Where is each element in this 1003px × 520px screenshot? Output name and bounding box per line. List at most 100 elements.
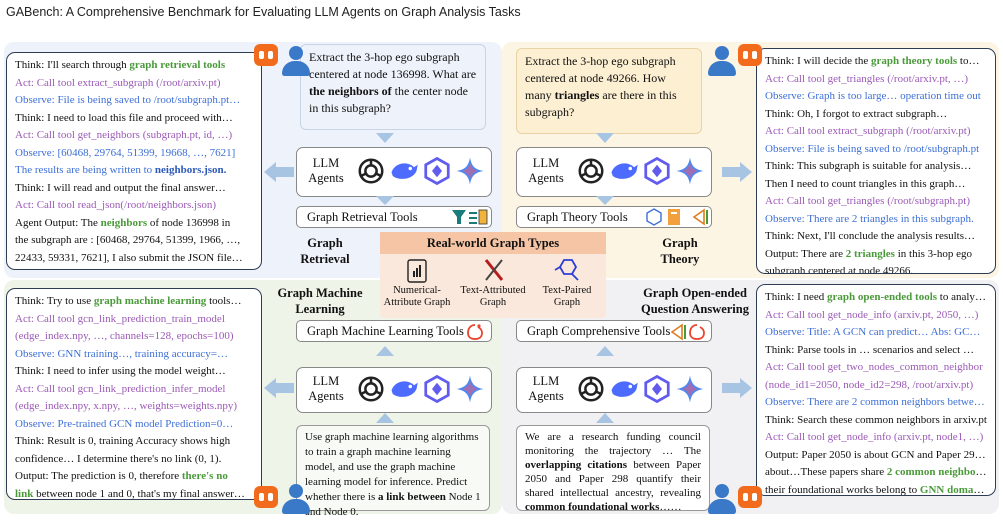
graph-type-text-attr-label: Text-Attributed Graph bbox=[460, 285, 526, 308]
retrieval-trace-line: Observe: [60468, 29764, 51399, 19668, …,… bbox=[15, 146, 236, 159]
ml-trace-highlight: link bbox=[15, 487, 34, 500]
theory-trace-line: Think: I will decide the graph theory to… bbox=[765, 53, 987, 71]
open-tools-label: Graph Comprehensive Tools bbox=[527, 324, 671, 338]
ml-trace-box: Think: Try to use graph machine learning… bbox=[6, 288, 262, 500]
retrieval-trace-line: 22433, 59331, 7621], I also submit the J… bbox=[15, 251, 243, 264]
ml-question-post: Node 1 and Node 0. bbox=[305, 491, 481, 518]
open-agents-label: LLM Agents bbox=[528, 374, 564, 403]
openended-openai-icon bbox=[578, 376, 604, 402]
ml-trace-text: tools… bbox=[206, 295, 242, 307]
open-question-bold2: common foundational works bbox=[525, 501, 660, 513]
retrieval-trace-line: Think: I'll search through graph retriev… bbox=[15, 57, 253, 75]
openended-trace-line: Act: Call tool get_two_nodes_common_neig… bbox=[765, 361, 983, 373]
openended-trace-text: about…These papers share bbox=[765, 466, 887, 478]
retrieval-category: Graph Retrieval bbox=[300, 236, 350, 266]
theory-trace-line: Output: There are 2 triangles in this 3-… bbox=[765, 246, 987, 264]
theory-trace-line: Observe: There are 2 triangles in this s… bbox=[765, 212, 974, 225]
openended-trace-line: Output: Paper 2050 is about GCN and Pape… bbox=[765, 448, 987, 461]
retrieval-question-pre: Extract the 3-hop ego subgraph centered … bbox=[309, 50, 477, 81]
retrieval-trace-text: Think: I'll search through bbox=[15, 59, 130, 71]
theory-arrow-right bbox=[722, 162, 752, 182]
graph-types-title: Real-world Graph Types bbox=[380, 232, 606, 254]
theory-question-post: are there in this subgraph? bbox=[525, 88, 677, 119]
ml-category: Graph Machine Learning bbox=[277, 286, 363, 316]
retrieval-trace-line: Think: I will read and output the final … bbox=[15, 181, 226, 194]
retrieval-arrow-down-2 bbox=[376, 196, 394, 205]
open-question-pre: We are a research funding council monito… bbox=[525, 431, 701, 457]
ml-qwen-icon bbox=[424, 374, 450, 404]
ml-trace-line: Observe: GNN training…, training accurac… bbox=[15, 347, 228, 360]
ml-trace-line: Output: The prediction is 0, therefore t… bbox=[15, 468, 253, 486]
retrieval-trace-line: Act: Call tool read_json(/root/neighbors… bbox=[15, 199, 217, 211]
molecule-icon bbox=[554, 259, 579, 281]
openended-gemini-icon bbox=[676, 375, 704, 403]
ml-trace-line: link between node 1 and 0, that's my fin… bbox=[15, 486, 253, 500]
openended-trace-line: their foundational works belong to GNN d… bbox=[765, 482, 987, 496]
openended-trace-text: Think: I need bbox=[765, 291, 828, 303]
page-title: GABench: A Comprehensive Benchmark for E… bbox=[6, 5, 521, 19]
openended-trace-highlight: graph open-ended tools bbox=[827, 291, 938, 303]
retrieval-question: Extract the 3-hop ego subgraph centered … bbox=[300, 44, 486, 130]
theory-trace-line: Think: Oh, I forgot to extract subgraph… bbox=[765, 107, 948, 120]
theory-trace-line: Think: Next, I'll conclude the analysis … bbox=[765, 230, 976, 242]
theory-qwen-icon bbox=[644, 156, 670, 186]
open-question-bold: overlapping citations bbox=[525, 459, 628, 471]
retrieval-trace-text: The results are being written to bbox=[15, 164, 155, 176]
theory-trace-line: Act: Call tool get_triangles (/root/subg… bbox=[765, 195, 970, 207]
theory-question-pre: Extract the 3-hop ego subgraph centered … bbox=[525, 54, 676, 102]
ml-question: Use graph machine learning algorithms to… bbox=[296, 425, 490, 518]
open-arrow-up-2 bbox=[596, 413, 614, 423]
ml-trace-line: confidence… I determine there's no link … bbox=[15, 452, 222, 465]
ml-arrow-up-2 bbox=[376, 413, 394, 423]
open-question: We are a research funding council monito… bbox=[516, 425, 710, 513]
theory-trace-line: Observe: File is being saved to /root/su… bbox=[765, 142, 980, 155]
ml-deepseek-icon bbox=[391, 381, 418, 397]
comprehensive-tools-icon bbox=[670, 323, 705, 341]
ml-question-bold: a link between bbox=[378, 491, 446, 503]
theory-trace-line: Then I need to count triangles in this g… bbox=[765, 177, 966, 190]
open-trace-box: Think: I need graph open-ended tools to … bbox=[756, 284, 996, 496]
ml-trace-line: Think: Try to use graph machine learning… bbox=[15, 293, 253, 311]
retrieval-trace-line: Agent Output: The neighbors of node 1369… bbox=[15, 215, 253, 233]
open-arrow-right bbox=[722, 378, 752, 398]
retrieval-question-post: the center node in this subgraph? bbox=[309, 84, 468, 115]
retrieval-tools-label: Graph Retrieval Tools bbox=[307, 210, 418, 224]
theory-trace-highlight: 2 triangles bbox=[845, 247, 895, 260]
open-question-mid: between Paper 2050 and Paper 298 quantif… bbox=[525, 459, 701, 499]
ml-arrow-left bbox=[264, 378, 294, 398]
theory-trace-text: Think: I will decide the bbox=[765, 55, 871, 67]
open-user-icon bbox=[708, 484, 736, 514]
open-arrow-up bbox=[596, 346, 614, 356]
pen-icon bbox=[484, 259, 504, 281]
ml-agents-label: LLM Agents bbox=[308, 374, 344, 403]
graph-type-numerical-label: Numerical-Attribute Graph bbox=[383, 285, 451, 308]
theory-trace-line: subgraph centered at node 49266. bbox=[765, 265, 914, 274]
retrieval-agents-label: LLM Agents bbox=[308, 156, 344, 185]
retrieval-trace-highlight: neighbors bbox=[100, 216, 148, 229]
openended-trace-line: Act: Call tool get_node_info (arxiv.pt, … bbox=[765, 308, 979, 321]
ml-trace-line: Think: I need to infer using the model w… bbox=[15, 365, 226, 377]
openended-trace-line: Think: I need graph open-ended tools to … bbox=[765, 289, 987, 307]
retrieval-tools-icon bbox=[452, 209, 488, 225]
retrieval-trace-box: Think: I'll search through graph retriev… bbox=[6, 52, 262, 270]
openended-trace-line: Observe: There are 2 common neighbors be… bbox=[765, 396, 987, 408]
theory-openai-icon bbox=[578, 158, 604, 184]
theory-question: Extract the 3-hop ego subgraph centered … bbox=[516, 48, 702, 134]
openended-trace-highlight: 2 common neighbors bbox=[886, 466, 985, 478]
retrieval-trace-line: Observe: File is being saved to /root/su… bbox=[15, 94, 241, 106]
retrieval-deepseek-icon bbox=[391, 163, 418, 179]
open-tools-bar: Graph Comprehensive Tools bbox=[516, 320, 712, 342]
ml-trace-text: between node 1 and 0, that's my final an… bbox=[33, 487, 245, 500]
retrieval-question-bold: the neighbors of bbox=[309, 84, 392, 98]
theory-trace-line: Observe: Graph is too large… operation t… bbox=[765, 90, 981, 102]
ml-trace-line: Observe: Pre-trained GCN model Predictio… bbox=[15, 417, 234, 430]
theory-arrow-down bbox=[596, 133, 614, 143]
retrieval-user-icon bbox=[282, 46, 310, 76]
openended-deepseek-icon bbox=[611, 381, 638, 397]
theory-trace-highlight: graph theory tools bbox=[871, 55, 958, 67]
retrieval-gemini-icon bbox=[456, 157, 484, 185]
theory-trace-text: Output: There are bbox=[765, 247, 846, 260]
open-category: Graph Open-ended Question Answering bbox=[640, 286, 749, 316]
retrieval-trace-line: Act: Call tool get_neighbors (subgraph.p… bbox=[15, 129, 233, 141]
theory-trace-text: in this 3-hop ego bbox=[894, 247, 972, 260]
